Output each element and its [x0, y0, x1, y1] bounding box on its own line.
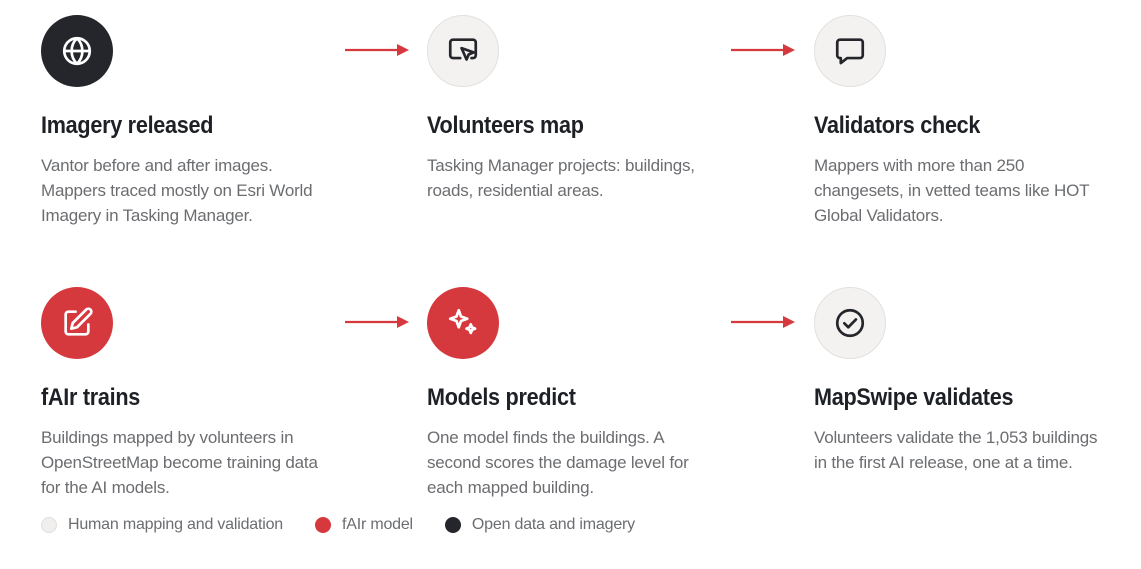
legend-label: Human mapping and validation — [68, 516, 283, 533]
step-title: MapSwipe validates — [814, 384, 1014, 411]
step-title: fAIr trains — [41, 384, 141, 411]
legend-swatch — [315, 517, 331, 533]
step-icon-circle — [41, 287, 113, 359]
legend-swatch — [444, 517, 461, 533]
legend-item-human: Human mapping and validation — [41, 516, 283, 534]
edit-square-icon — [64, 307, 93, 336]
step-imagery-released: Imagery released Vantor before and after… — [41, 15, 341, 228]
globe-icon — [62, 36, 92, 66]
legend-swatch — [41, 517, 57, 533]
legend-label: Open data and imagery — [471, 516, 635, 533]
step-description: Mappers with more than 250 changesets, i… — [814, 156, 1090, 225]
step-description: Volunteers validate the 1,053 buildings … — [814, 428, 1098, 472]
arrow-right-icon — [731, 44, 795, 56]
step-mapswipe-validates: MapSwipe validates Volunteers validate t… — [814, 287, 1114, 475]
step-description: Buildings mapped by volunteers in OpenSt… — [41, 428, 318, 497]
step-icon-circle — [814, 15, 886, 87]
legend-item-open-data: Open data and imagery — [444, 516, 635, 534]
step-title: Models predict — [427, 384, 576, 411]
legend-label: fAIr model — [342, 516, 413, 533]
step-models-predict: Models predict One model finds the build… — [427, 287, 727, 500]
step-validators-check: Validators check Mappers with more than … — [814, 15, 1114, 228]
legend: Human mapping and validation fAIr model … — [41, 516, 667, 534]
step-icon-circle — [427, 287, 499, 359]
arrow-right-icon — [731, 316, 795, 328]
step-title: Validators check — [814, 112, 981, 139]
step-description: One model finds the buildings. A second … — [427, 428, 689, 497]
step-description: Tasking Manager projects: buildings, roa… — [427, 156, 695, 200]
step-icon-circle — [427, 15, 499, 87]
screen-cursor-icon — [448, 38, 478, 61]
step-volunteers-map: Volunteers map Tasking Manager projects:… — [427, 15, 727, 203]
step-icon-circle — [814, 287, 886, 359]
step-title: Imagery released — [41, 112, 214, 139]
step-fair-trains: fAIr trains Buildings mapped by voluntee… — [41, 287, 341, 500]
legend-item-fair: fAIr model — [315, 516, 413, 534]
step-title: Volunteers map — [427, 112, 584, 139]
chat-bubble-icon — [835, 38, 865, 65]
arrow-right-icon — [345, 316, 409, 328]
sparkles-icon — [448, 308, 477, 335]
arrow-right-icon — [345, 44, 409, 56]
step-description: Vantor before and after images. Mappers … — [41, 156, 313, 225]
check-circle-icon — [835, 308, 865, 338]
step-icon-circle — [41, 15, 113, 87]
